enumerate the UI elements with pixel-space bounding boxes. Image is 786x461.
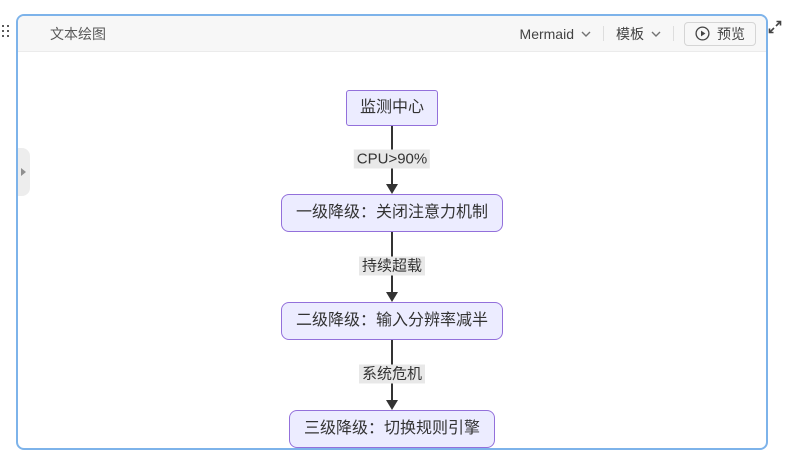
- toolbar-divider: [673, 26, 674, 41]
- template-dropdown[interactable]: 模板: [614, 22, 663, 46]
- language-dropdown[interactable]: Mermaid: [518, 24, 593, 44]
- flow-node-level3: 三级降级：切换规则引擎: [288, 410, 495, 448]
- edge-label: 持续超载: [358, 256, 426, 276]
- flow-node-monitor-center: 监测中心: [345, 90, 438, 126]
- arrowhead-icon: [386, 292, 398, 302]
- arrowhead-icon: [386, 400, 398, 410]
- play-circle-icon: [695, 26, 710, 41]
- block-toolbar: 文本绘图 Mermaid 模板 预览: [18, 16, 766, 52]
- block-title: 文本绘图: [50, 25, 106, 42]
- language-dropdown-label: Mermaid: [519, 25, 574, 42]
- chevron-down-icon: [651, 31, 661, 37]
- sidebar-toggle[interactable]: [18, 148, 30, 196]
- edge-label: CPU>90%: [353, 149, 431, 169]
- flow-edge: 系统危机: [272, 340, 512, 410]
- triangle-right-icon: [20, 168, 26, 176]
- preview-button-label: 预览: [717, 25, 745, 42]
- mermaid-diagram: 监测中心 CPU>90% 一级降级：关闭注意力机制 持续超载 二级降级：输入分辨…: [18, 52, 766, 451]
- flow-edge: 持续超载: [272, 232, 512, 302]
- flow-node-level2: 二级降级：输入分辨率减半: [280, 302, 503, 340]
- toolbar-divider: [603, 26, 604, 41]
- flow-edge: CPU>90%: [272, 126, 512, 194]
- arrowhead-icon: [386, 184, 398, 194]
- text-draw-block: 文本绘图 Mermaid 模板 预览: [16, 14, 768, 450]
- flow-node-level1: 一级降级：关闭注意力机制: [280, 194, 503, 232]
- edge-label: 系统危机: [358, 364, 426, 384]
- expand-arrows-icon[interactable]: [767, 19, 783, 35]
- flowchart: 监测中心 CPU>90% 一级降级：关闭注意力机制 持续超载 二级降级：输入分辨…: [18, 52, 766, 448]
- chevron-down-icon: [581, 31, 591, 37]
- template-dropdown-label: 模板: [616, 25, 644, 42]
- preview-button[interactable]: 预览: [684, 21, 756, 46]
- drag-handle-icon[interactable]: [2, 25, 11, 39]
